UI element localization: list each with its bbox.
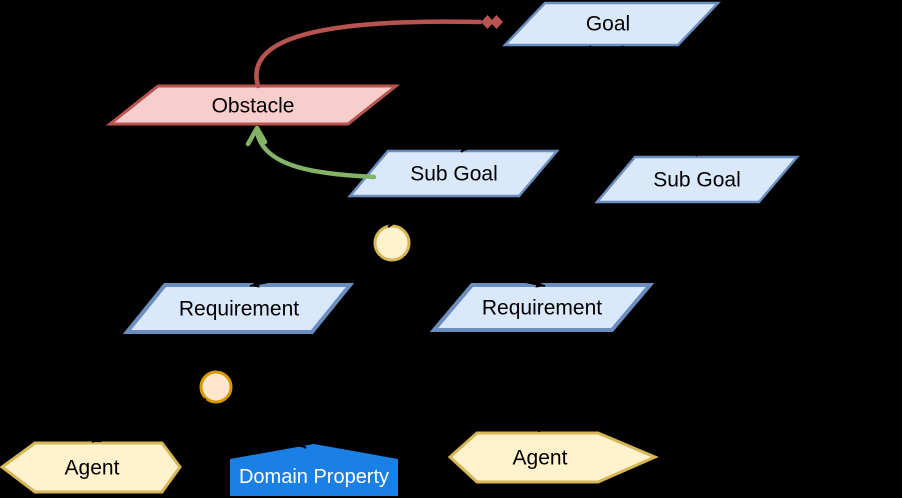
sub-goal-left-parallelogram[interactable] [347, 149, 560, 198]
refinement-connector-goal-subgoal-left[interactable] [460, 45, 592, 153]
requirement-left-node[interactable]: Requirement [122, 283, 355, 334]
obstruction-arrow-curve[interactable] [254, 19, 483, 89]
assignment-connector-requirement-agent-right-tail[interactable] [538, 333, 545, 353]
agent-left-node[interactable]: Agent [0, 441, 182, 494]
requirement-left-parallelogram[interactable] [122, 283, 355, 334]
sub-goal-left-node[interactable]: Sub Goal [347, 149, 560, 198]
refinement-connector-circle2-requirement-left[interactable] [217, 333, 231, 372]
refinement-connector-circle2-domain-property[interactable] [226, 398, 307, 449]
refinement-connector-circle-subgoal-left[interactable] [387, 199, 429, 228]
domain-property-node[interactable]: Domain Property [230, 444, 398, 496]
goal-parallelogram[interactable] [502, 1, 721, 47]
refinement-connector-circle2-agent-left[interactable] [91, 398, 207, 443]
sub-goal-left-label: Sub Goal [410, 163, 498, 186]
refinement-connector-goal-subgoal-right[interactable] [621, 45, 698, 157]
agent-left-label: Agent [65, 457, 120, 480]
agent-left-hexagon[interactable] [0, 441, 182, 494]
resolution-arrow-head [245, 125, 268, 147]
obstruction-arrow-diamond-2 [490, 15, 503, 29]
requirement-right-label: Requirement [482, 297, 602, 320]
assignment-connector-requirement-agent-right[interactable] [535, 349, 544, 433]
and-refinement-circle-bottom[interactable] [199, 370, 233, 404]
agent-right-hexagon[interactable] [447, 431, 659, 484]
and-refinement-circle-top[interactable] [373, 224, 411, 262]
refinement-connectors [91, 45, 698, 449]
requirement-left-label: Requirement [179, 298, 299, 321]
requirement-right-node[interactable]: Requirement [429, 283, 655, 332]
obstacle-label: Obstacle [212, 95, 295, 118]
sub-goal-right-label: Sub Goal [653, 169, 741, 192]
obstacle-parallelogram[interactable] [105, 84, 401, 126]
sub-goal-right-node[interactable]: Sub Goal [594, 155, 800, 204]
agent-right-label: Agent [513, 447, 568, 470]
obstruction-arrow-diamond-1 [481, 15, 494, 29]
resolution-arrow-curve[interactable] [254, 129, 377, 180]
agent-right-node[interactable]: Agent [447, 431, 659, 484]
requirement-right-parallelogram[interactable] [429, 283, 655, 332]
goal-label: Goal [586, 13, 630, 36]
goal-node[interactable]: Goal [502, 1, 721, 47]
obstacle-node[interactable]: Obstacle [105, 84, 401, 126]
refinement-connector-circle-requirement-left[interactable] [249, 256, 381, 288]
domain-property-label: Domain Property [239, 466, 389, 488]
obstruction-arrow[interactable] [254, 15, 503, 89]
domain-property-pentagon[interactable] [230, 444, 398, 496]
refinement-connector-circle-requirement-right[interactable] [403, 256, 546, 288]
sub-goal-right-parallelogram[interactable] [594, 155, 800, 204]
resolution-arrow[interactable] [245, 125, 377, 180]
